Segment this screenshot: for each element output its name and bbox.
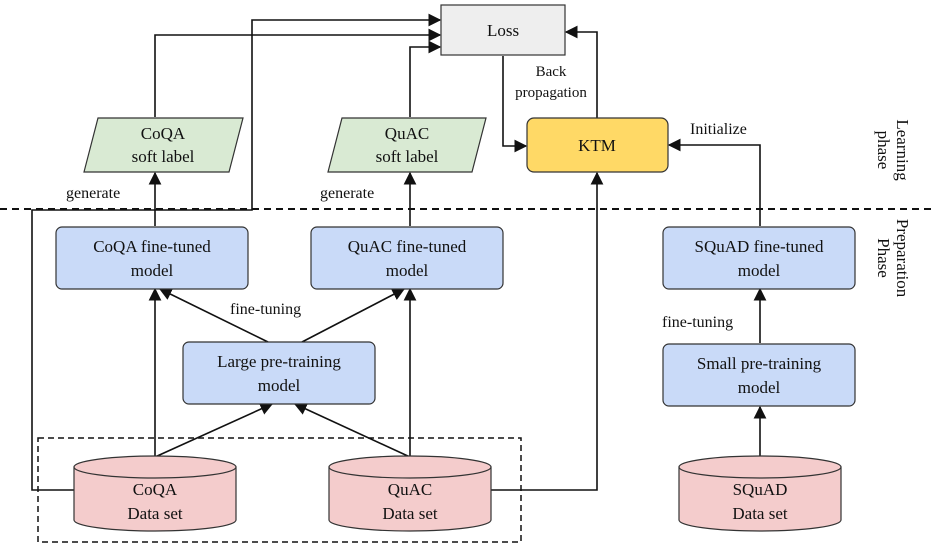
quac-finetuned-line1: QuAC fine-tuned — [348, 237, 467, 256]
squad-finetuned-line1: SQuAD fine-tuned — [695, 237, 824, 256]
edges — [31, 13, 767, 491]
edge-loss-to-ktm — [502, 56, 528, 153]
small-pretraining-line1: Small pre-training — [697, 354, 822, 373]
back-propagation-line1: Back — [536, 64, 567, 80]
generate-mid-label: generate — [320, 185, 374, 202]
edge-coqa-ds-to-large-pt — [154, 402, 274, 458]
initialize-label: Initialize — [690, 121, 747, 138]
preparation-phase-line2: Phase — [874, 238, 893, 278]
preparation-phase-label: Preparation Phase — [874, 219, 912, 298]
large-pretraining-node: Large pre-training model — [182, 341, 376, 405]
coqa-soft-label-line2: soft label — [132, 147, 195, 166]
coqa-dataset-line1: CoQA — [133, 480, 178, 499]
ktm-label: KTM — [578, 136, 616, 155]
squad-finetuned-line2: model — [738, 261, 781, 280]
squad-dataset-node: SQuAD Data set — [678, 455, 842, 532]
squad-dataset-line1: SQuAD — [733, 480, 788, 499]
large-pretraining-line1: Large pre-training — [217, 352, 341, 371]
edge-squad-ft-to-ktm — [667, 138, 761, 226]
edge-coqa-soft-to-loss — [154, 28, 442, 117]
edge-large-pt-to-quac-ft — [301, 288, 406, 343]
small-pretraining-line2: model — [738, 378, 781, 397]
small-pretraining-node: Small pre-training model — [662, 343, 856, 407]
fine-tuning-right-label: fine-tuning — [662, 314, 733, 331]
back-propagation-line2: propagation — [515, 85, 587, 101]
quac-finetuned-line2: model — [386, 261, 429, 280]
quac-dataset-line2: Data set — [382, 504, 438, 523]
quac-dataset-node: QuAC Data set — [328, 455, 492, 532]
edge-quac-soft-to-loss — [409, 40, 442, 117]
coqa-soft-label-line1: CoQA — [141, 124, 186, 143]
coqa-dataset-node: CoQA Data set — [73, 455, 237, 532]
coqa-finetuned-line2: model — [131, 261, 174, 280]
coqa-finetuned-line1: CoQA fine-tuned — [93, 237, 211, 256]
coqa-dataset-line2: Data set — [127, 504, 183, 523]
edge-quac-ds-to-ktm — [475, 171, 604, 491]
quac-soft-label-node: QuAC soft label — [327, 117, 487, 173]
edge-coqa-ds-to-loss — [31, 13, 442, 491]
learning-phase-line1: Learning — [893, 119, 912, 181]
squad-finetuned-node: SQuAD fine-tuned model — [662, 226, 856, 290]
quac-soft-label-line1: QuAC — [385, 124, 429, 143]
generate-left-label: generate — [66, 185, 120, 202]
ktm-node: KTM — [526, 117, 669, 173]
squad-dataset-line2: Data set — [732, 504, 788, 523]
loss-label: Loss — [487, 21, 519, 40]
quac-dataset-line1: QuAC — [388, 480, 432, 499]
coqa-soft-label-node: CoQA soft label — [83, 117, 244, 173]
coqa-finetuned-node: CoQA fine-tuned model — [55, 226, 249, 290]
fine-tuning-left-label: fine-tuning — [230, 301, 301, 318]
quac-finetuned-node: QuAC fine-tuned model — [310, 226, 504, 290]
large-pretraining-line2: model — [258, 376, 301, 395]
learning-phase-line2: phase — [874, 131, 893, 170]
learning-phase-label: Learning phase — [874, 119, 912, 181]
edge-quac-ds-to-large-pt — [293, 403, 411, 458]
quac-soft-label-line2: soft label — [376, 147, 439, 166]
edge-large-pt-to-coqa-ft — [158, 288, 269, 343]
edge-ktm-to-loss — [564, 25, 598, 118]
preparation-phase-line1: Preparation — [893, 219, 912, 298]
loss-node: Loss — [440, 4, 566, 56]
